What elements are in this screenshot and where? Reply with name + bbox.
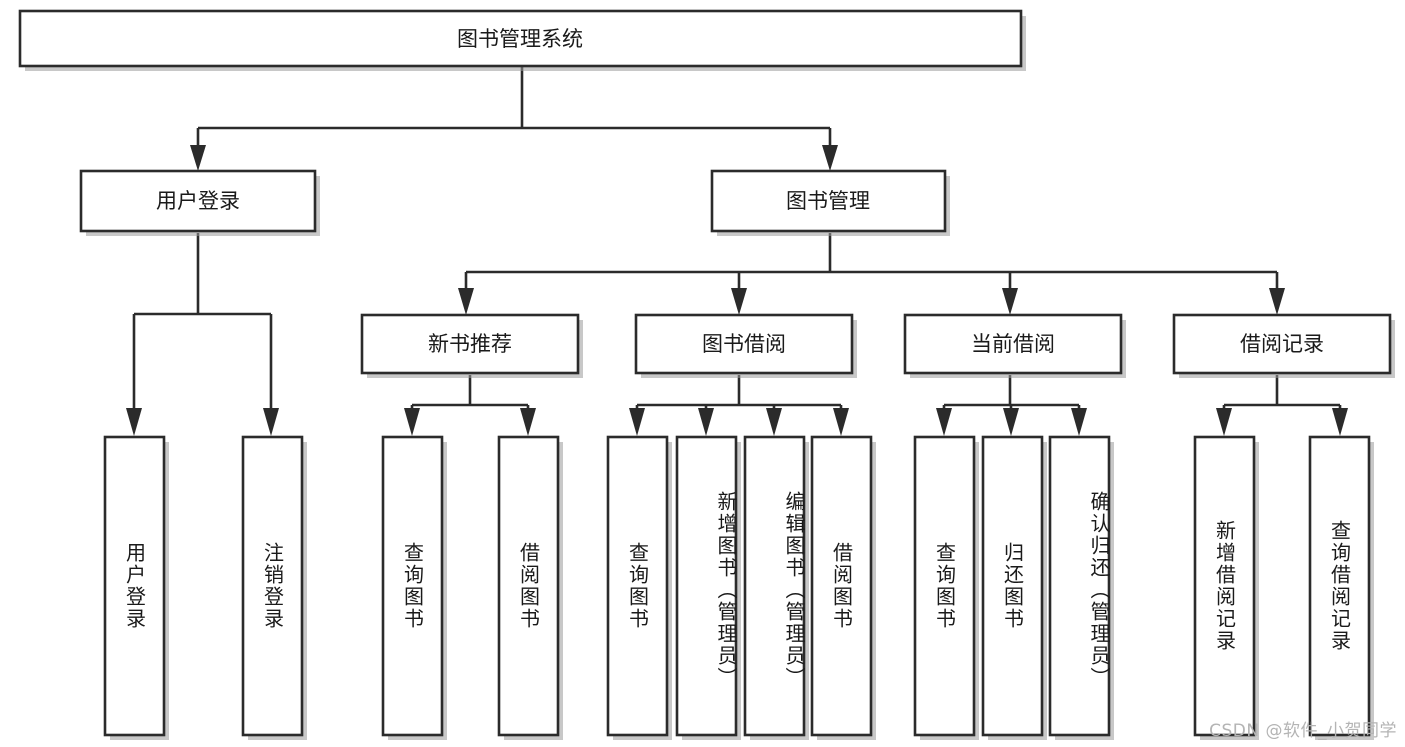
leaf-query-book-1-label: 查询图书 [400, 542, 425, 630]
node-new-book-recommend[interactable]: 新书推荐 [360, 313, 583, 378]
arrow-br-leaf-1 [1216, 408, 1232, 436]
leaf-confirm-return-box[interactable] [1048, 435, 1111, 737]
node-book-manage-box [710, 169, 947, 233]
watermark-text: CSDN @软件_小贺同学 [1209, 721, 1397, 741]
arrow-bm-currentborrow [1002, 288, 1018, 315]
node-borrow-record[interactable]: 借阅记录 [1172, 313, 1395, 378]
leaf-query-book-3-label: 查询图书 [932, 542, 957, 630]
arrow-newbook-leaf-2 [520, 408, 536, 436]
node-root-label: 图书管理系统 [457, 27, 583, 51]
leaf-add-book-label: 新增图书（管理员） [714, 491, 738, 689]
arrow-bm-bookborrow [731, 288, 747, 315]
leaf-add-book-box[interactable] [675, 435, 738, 737]
leaf-query-record-box[interactable] [1308, 435, 1371, 737]
leaf-add-record-box[interactable] [1193, 435, 1256, 737]
connector-group-bookmanage [458, 233, 1285, 315]
leaf-add-record-label: 新增借阅记录 [1212, 520, 1237, 652]
node-book-borrow-label: 图书借阅 [702, 332, 786, 356]
node-current-borrow-box [903, 313, 1123, 375]
node-user-login[interactable]: 用户登录 [79, 169, 320, 236]
arrow-newbook-leaf-1 [404, 408, 420, 436]
connector-group-newbook [404, 375, 536, 436]
arrow-cb-leaf-1 [936, 408, 952, 436]
arrow-bb-leaf-4 [833, 408, 849, 436]
leaf-logout-login-label: 注销登录 [260, 542, 285, 630]
leaf-user-login-box[interactable] [103, 435, 166, 737]
arrow-cb-leaf-2 [1003, 408, 1019, 436]
leaf-edit-book-box[interactable] [743, 435, 806, 737]
connector-group-currentborrow [936, 375, 1087, 436]
arrow-bm-borrowrecord [1269, 288, 1285, 315]
node-book-manage[interactable]: 图书管理 [710, 169, 950, 236]
arrow-userlogin-leaf-2 [263, 408, 279, 436]
leaf-logout-login-box[interactable] [241, 435, 304, 737]
node-new-book-recommend-label: 新书推荐 [428, 332, 512, 356]
leaf-return-book-box[interactable] [981, 435, 1044, 737]
leaf-query-book-3-box[interactable] [913, 435, 976, 737]
leaf-boxes [103, 435, 1374, 740]
leaf-query-book-2-label: 查询图书 [625, 542, 650, 630]
leaf-return-book-label: 归还图书 [1000, 542, 1025, 630]
leaf-edit-book-label: 编辑图书（管理员） [782, 491, 806, 689]
connector-group-root [190, 67, 838, 171]
leaf-query-book-1-box[interactable] [381, 435, 444, 737]
leaf-borrow-book-2-label: 借阅图书 [829, 542, 854, 630]
node-user-login-box [79, 169, 317, 233]
leaf-borrow-book-1-box[interactable] [497, 435, 560, 737]
arrow-root-to-bookmanage [822, 145, 838, 171]
arrow-bb-leaf-2 [698, 408, 714, 436]
node-root-box [18, 9, 1023, 68]
leaf-query-book-2-box[interactable] [606, 435, 669, 737]
leaf-borrow-book-2-box[interactable] [810, 435, 873, 737]
node-user-login-label: 用户登录 [156, 189, 240, 213]
arrow-cb-leaf-3 [1071, 408, 1087, 436]
node-root[interactable]: 图书管理系统 [18, 9, 1026, 71]
arrow-bb-leaf-3 [766, 408, 782, 436]
connector-group-bookborrow [629, 375, 849, 436]
arrow-root-to-userlogin [190, 145, 206, 171]
leaf-query-record-label: 查询借阅记录 [1327, 520, 1352, 652]
node-book-borrow-box [634, 313, 854, 375]
node-borrow-record-box [1172, 313, 1392, 375]
node-borrow-record-label: 借阅记录 [1240, 332, 1324, 356]
arrow-bm-newbook [458, 288, 474, 315]
arrow-bb-leaf-1 [629, 408, 645, 436]
leaf-confirm-return-label: 确认归还（管理员） [1087, 491, 1111, 689]
arrow-br-leaf-2 [1332, 408, 1348, 436]
node-current-borrow-label: 当前借阅 [971, 332, 1055, 356]
connector-group-borrowrecord [1216, 375, 1348, 436]
node-current-borrow[interactable]: 当前借阅 [903, 313, 1126, 378]
connector-group-userlogin [126, 233, 279, 436]
leaf-borrow-book-1-label: 借阅图书 [516, 542, 541, 630]
node-new-book-recommend-box [360, 313, 580, 375]
node-book-borrow[interactable]: 图书借阅 [634, 313, 857, 378]
leaf-user-login-label: 用户登录 [122, 542, 147, 630]
node-book-manage-label: 图书管理 [786, 189, 870, 213]
arrow-userlogin-leaf-1 [126, 408, 142, 436]
